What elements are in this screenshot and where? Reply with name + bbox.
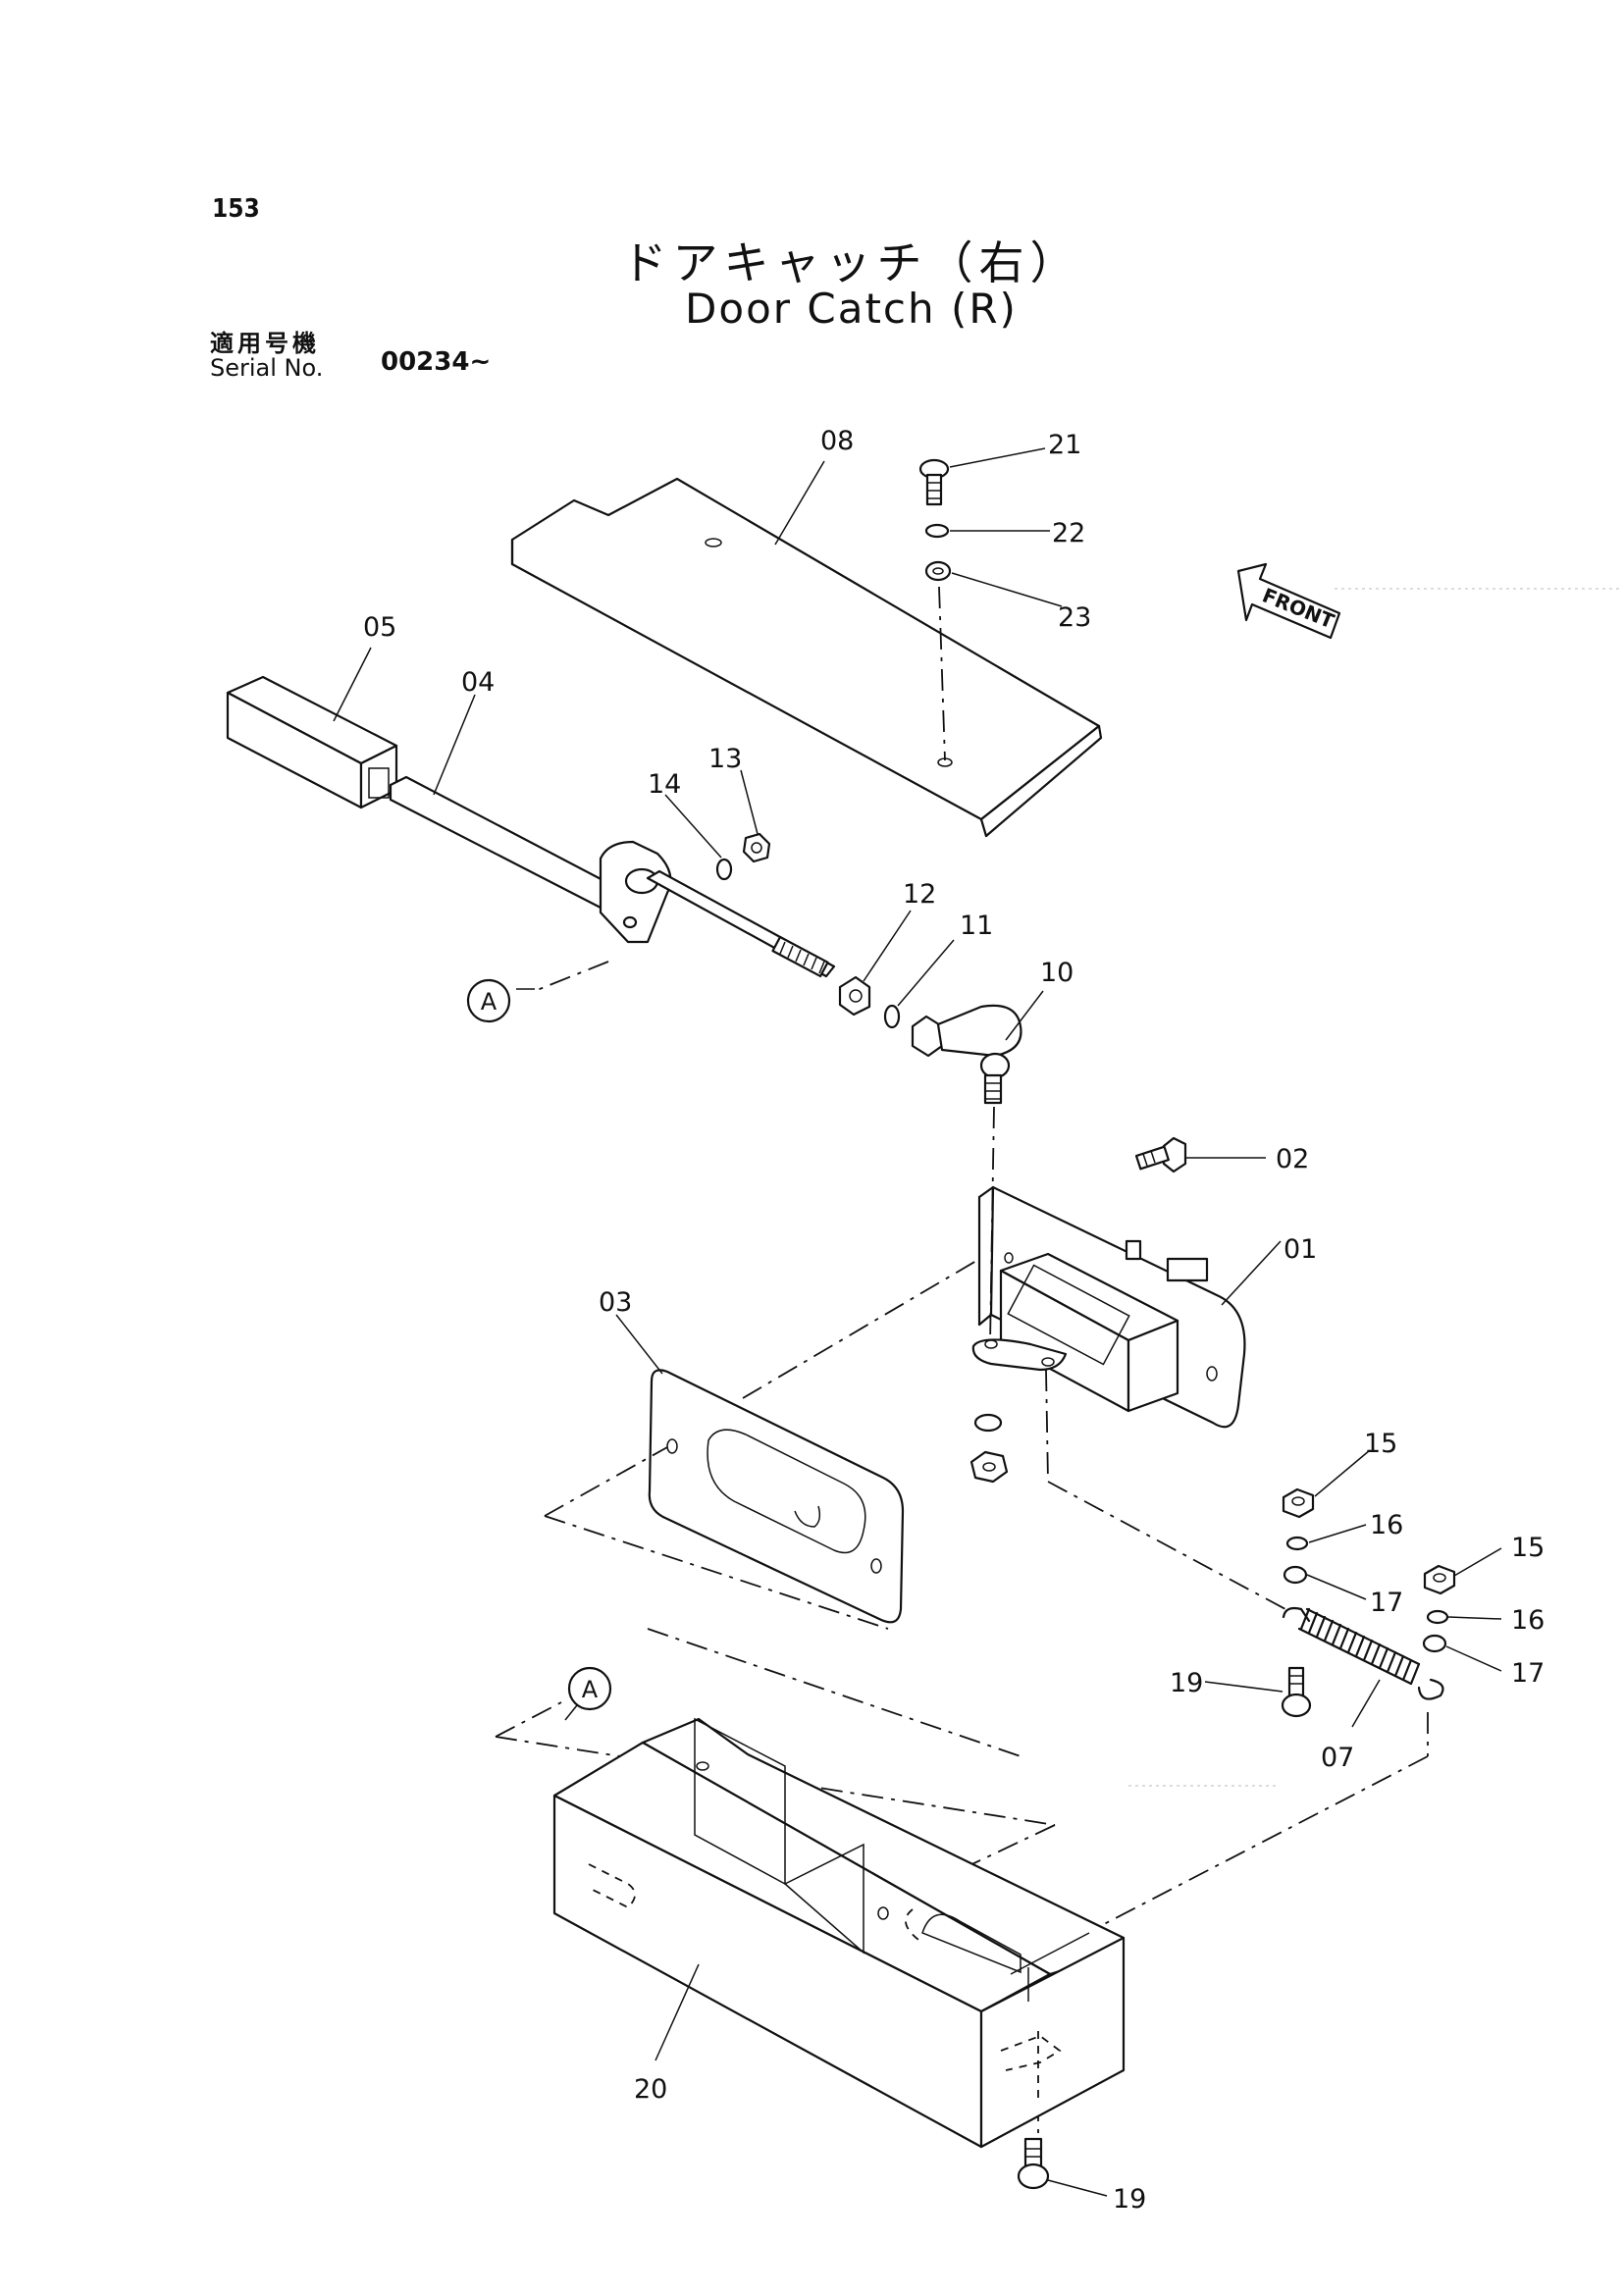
bracket-washer [973, 1413, 1003, 1433]
label-part-19-bottom: 19 [1113, 2184, 1146, 2215]
serial-label-en: Serial No. [210, 354, 324, 382]
part-17-washer-left [1283, 1565, 1308, 1585]
label-part-17-left: 17 [1370, 1588, 1403, 1618]
reference-a-upper: A [466, 978, 511, 1023]
part-07-spring [1282, 1606, 1444, 1700]
front-label: FRONT [1259, 583, 1337, 633]
label-part-16-right: 16 [1511, 1605, 1545, 1636]
label-part-01: 01 [1283, 1234, 1317, 1265]
title-english: Door Catch (R) [685, 285, 1018, 333]
part-15-nut-right [1423, 1564, 1456, 1595]
part-12-nut [838, 975, 871, 1017]
label-part-03: 03 [599, 1287, 632, 1318]
part-15-nut-left [1282, 1487, 1315, 1519]
part-05-sleeve [226, 675, 398, 809]
title-japanese: ドアキャッチ（右） [621, 236, 1081, 289]
part-03-gasket [648, 1369, 905, 1624]
leader-lines [333, 447, 1502, 2197]
page-number: 153 [212, 194, 260, 224]
part-10-ball-joint [911, 1004, 1022, 1105]
label-part-22: 22 [1052, 518, 1085, 548]
part-04-lever [389, 775, 672, 944]
label-part-04: 04 [461, 667, 495, 698]
label-part-10: 10 [1040, 958, 1074, 988]
part-01-catch-bracket [971, 1185, 1246, 1429]
serial-label-jp: 適用号機 [210, 330, 320, 357]
label-part-02: 02 [1276, 1144, 1309, 1174]
label-part-23: 23 [1058, 602, 1091, 633]
part-21-bolt [918, 458, 950, 506]
part-23-washer [924, 560, 952, 582]
reference-a-lower: A [567, 1666, 612, 1711]
label-part-20: 20 [634, 2074, 667, 2105]
label-part-13: 13 [708, 744, 742, 774]
front-direction-arrow: FRONT [1236, 562, 1341, 640]
label-part-05: 05 [363, 612, 396, 643]
label-part-17-right: 17 [1511, 1658, 1545, 1689]
part-17-washer-right [1422, 1634, 1447, 1653]
serial-number: 00234~ [381, 347, 492, 377]
label-part-15-left: 15 [1364, 1429, 1397, 1459]
label-part-14: 14 [648, 769, 681, 800]
label-part-16-left: 16 [1370, 1510, 1403, 1540]
part-16-lock-washer-left [1285, 1536, 1309, 1551]
label-part-11: 11 [960, 911, 993, 941]
label-part-21: 21 [1048, 430, 1081, 460]
label-part-08: 08 [820, 426, 854, 456]
label-part-12: 12 [903, 879, 936, 910]
serial-label: 適用号機 Serial No. [210, 332, 323, 381]
part-02-bolt [1134, 1136, 1187, 1173]
bracket-nut [969, 1450, 1009, 1484]
label-part-07: 07 [1321, 1743, 1354, 1773]
label-part-19-mid: 19 [1170, 1668, 1203, 1698]
part-22-lock-washer [924, 523, 950, 539]
reference-a-lower-label: A [582, 1676, 599, 1703]
part-16-lock-washer-right [1426, 1609, 1449, 1625]
adjuster-rod [646, 869, 836, 978]
part-14-washer [715, 858, 733, 881]
part-19-bolt-mid [1281, 1666, 1312, 1718]
part-19-bolt-bottom [1017, 2137, 1050, 2190]
part-20-housing [552, 1717, 1126, 2149]
part-11-washer [883, 1004, 901, 1029]
part-08-cover-plate [510, 477, 1103, 838]
label-part-15-right: 15 [1511, 1533, 1545, 1563]
reference-a-upper-label: A [481, 988, 498, 1016]
part-13-nut [742, 832, 771, 863]
